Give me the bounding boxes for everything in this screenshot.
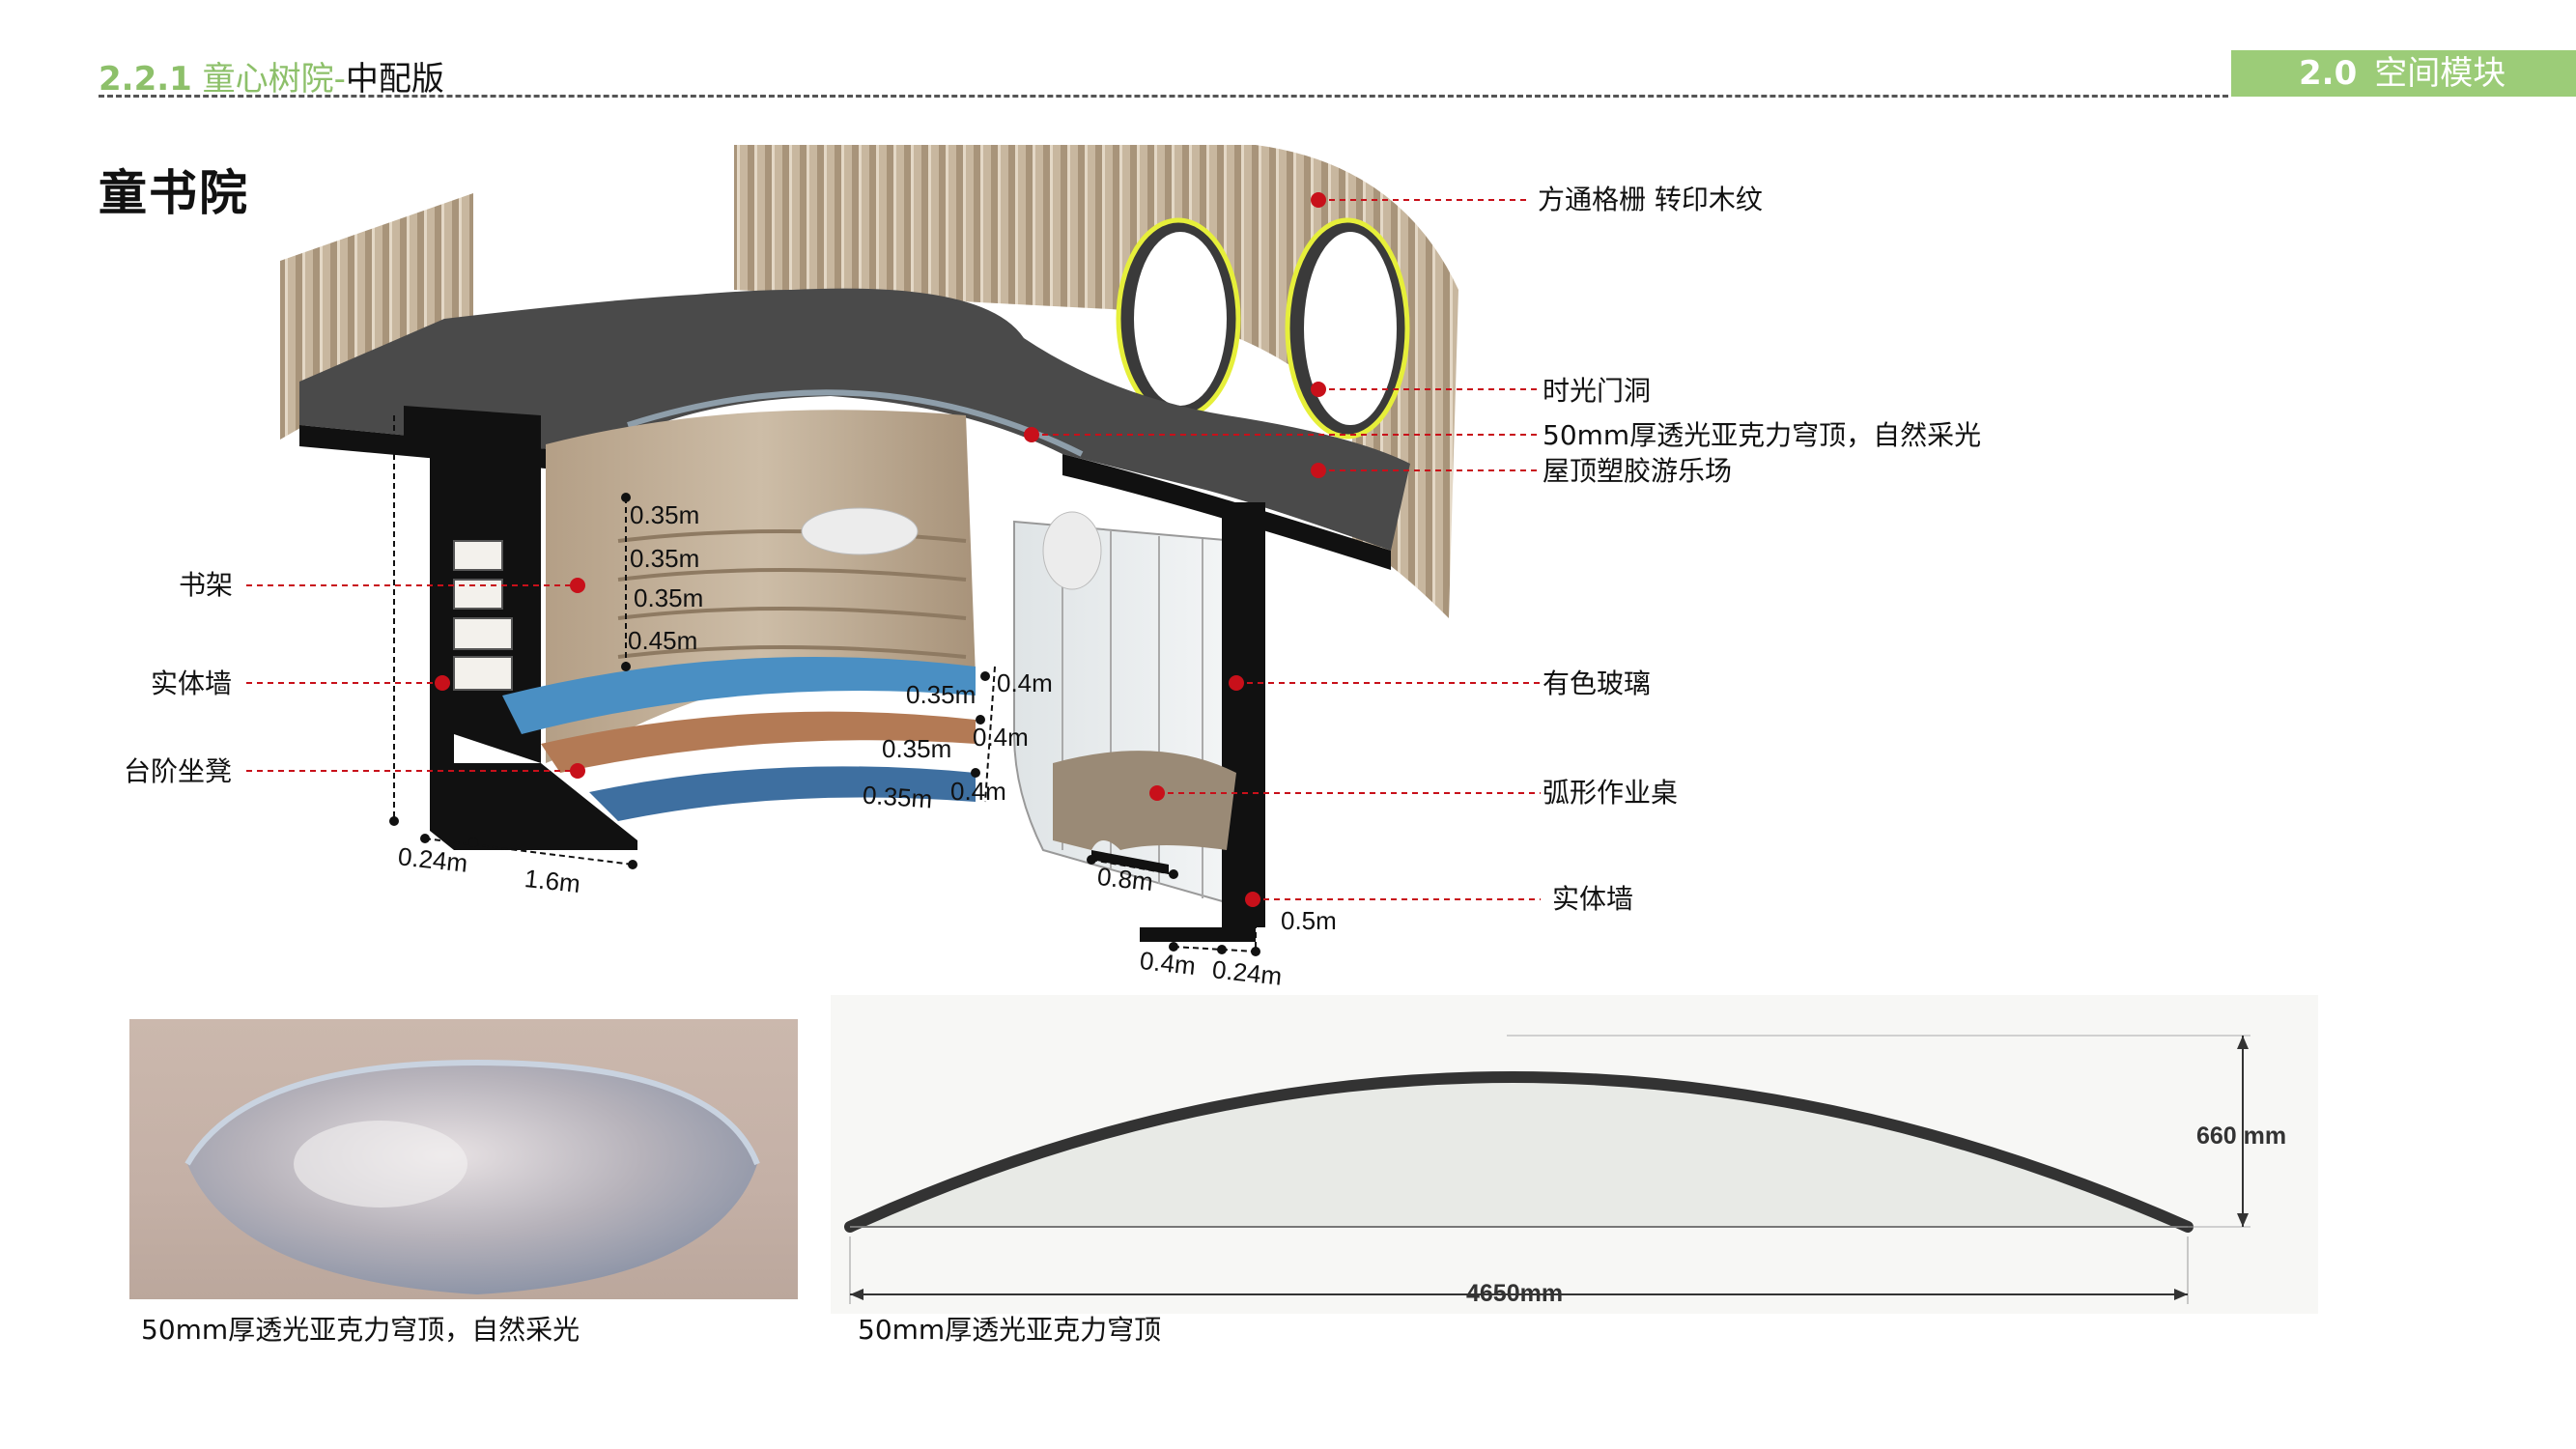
dim-shelf-3: 0.35m <box>634 583 704 612</box>
dim-step-height-1: 0.4m <box>997 668 1053 697</box>
dim-wall-height: 0.5m <box>1281 906 1337 935</box>
callout-step-seats: 台阶坐凳 <box>124 755 233 787</box>
chapter-tab: 2.0 空间模块 <box>2231 50 2576 97</box>
callout-solid-wall-left: 实体墙 <box>151 668 233 699</box>
dome-width-label: 4650mm <box>1466 1280 1564 1307</box>
roof-slab <box>299 288 1410 551</box>
dome-photo-render <box>184 1059 760 1294</box>
time-door-right-hole <box>1304 232 1397 425</box>
header-divider <box>99 95 2228 98</box>
arc-work-desk <box>1053 751 1236 850</box>
library-section-illustration <box>246 145 1541 956</box>
bookshelf <box>453 540 513 691</box>
curved-grille <box>734 145 1458 618</box>
dim-shelf-4: 0.45m <box>628 626 698 655</box>
dome-section-arc <box>844 1071 2194 1233</box>
section-number: 2.2.1 <box>99 60 192 99</box>
dim-base-1: 0.4m <box>1138 946 1198 980</box>
callout-roof-playground: 屋顶塑胶游乐场 <box>1543 455 1733 487</box>
callout-solid-wall-right: 实体墙 <box>1552 883 1634 915</box>
step-seat-2 <box>541 711 976 773</box>
dim-step-depth-1: 0.35m <box>906 680 977 709</box>
dim-shelf-2: 0.35m <box>630 544 700 573</box>
step-seat-3 <box>589 766 976 821</box>
chapter-tab-number: 2.0 <box>2299 54 2358 93</box>
callout-bookshelf: 书架 <box>179 569 234 601</box>
dome-section-drawing <box>831 995 2318 1323</box>
page-title: 童书院 <box>99 165 249 221</box>
section-header: 2.2.1 童心树院-中配版 <box>99 52 444 99</box>
tinted-glass-wall <box>1013 520 1248 910</box>
dim-step-depth-2: 0.35m <box>882 734 952 763</box>
section-subtitle: 中配版 <box>345 60 444 99</box>
callout-arc-desk: 弧形作业桌 <box>1543 777 1679 809</box>
dome-skylight <box>627 389 1084 457</box>
chapter-tab-label: 空间模块 <box>2374 54 2506 93</box>
section-title: 童心树院- <box>191 60 346 99</box>
dim-step-height-3: 0.4m <box>950 777 1006 806</box>
callout-tinted-glass: 有色玻璃 <box>1543 668 1652 699</box>
callout-time-door: 时光门洞 <box>1543 375 1652 407</box>
callout-dome-roof: 50mm厚透光亚克力穹顶，自然采光 <box>1543 419 1982 451</box>
dome-section-caption: 50mm厚透光亚克力穹顶 <box>858 1314 1162 1346</box>
dome-height-label: 660 mm <box>2196 1122 2287 1150</box>
dome-photo-caption: 50mm厚透光亚克力穹顶，自然采光 <box>141 1314 580 1346</box>
callout-grille: 方通格栅 转印木纹 <box>1538 184 1763 215</box>
right-solid-column <box>1222 502 1265 927</box>
time-door-left-hole <box>1134 232 1227 406</box>
dim-desk-depth: 0.8m <box>1095 862 1155 896</box>
cloud-decoration <box>801 507 919 555</box>
dim-step-height-2: 0.4m <box>973 723 1029 752</box>
dome-photo <box>129 1019 798 1299</box>
dim-shelf-1: 0.35m <box>630 500 700 529</box>
dim-stair-width: 1.6m <box>523 864 582 898</box>
dim-step-depth-3: 0.35m <box>862 780 934 814</box>
step-seat-1 <box>502 657 976 734</box>
